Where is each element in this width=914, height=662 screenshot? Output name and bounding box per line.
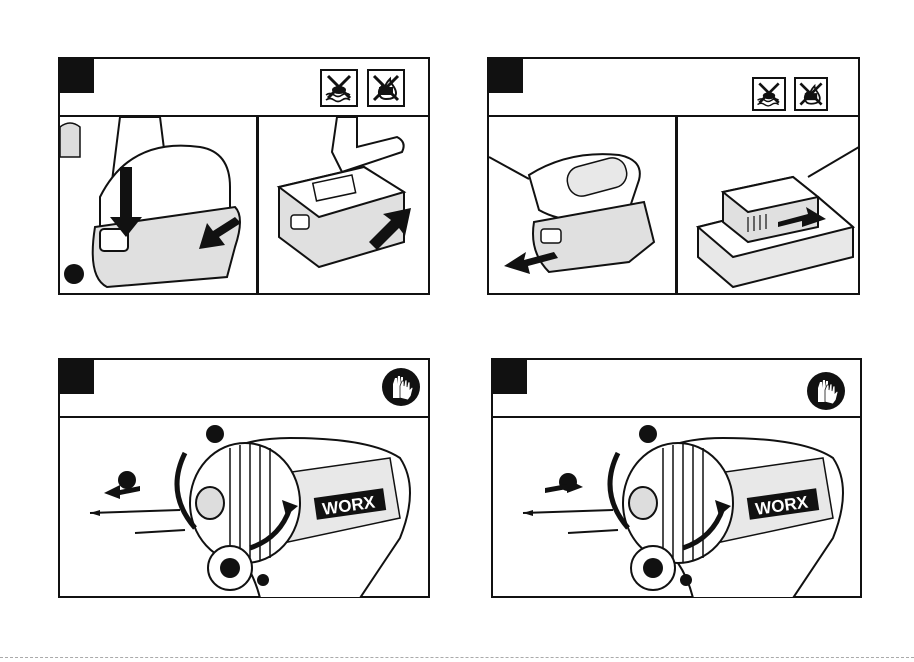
step-number-badge [493, 360, 527, 394]
panel-header [493, 360, 860, 418]
panel-header [60, 360, 428, 418]
panel-bit-removal: WORX [58, 358, 430, 598]
illustration-battery-slide-out [259, 117, 429, 294]
illustration-detach-battery [60, 117, 256, 294]
panel-header [489, 59, 858, 117]
callout-3-badge [680, 574, 692, 586]
callout-2-badge [118, 471, 136, 489]
callout-1-badge [64, 264, 84, 284]
callout-3-badge [257, 574, 269, 586]
panel-header [60, 59, 428, 117]
panel-bit-insertion: WORX [491, 358, 862, 598]
callout-1-badge [206, 425, 224, 443]
illustration-chuck-loosen: WORX [60, 418, 427, 597]
page-bottom-rule [0, 657, 914, 662]
illustration-chuck-tighten: WORX [493, 418, 859, 597]
callout-1-badge [639, 425, 657, 443]
step-number-badge [60, 59, 94, 93]
no-fire-icon [367, 69, 405, 107]
no-fire-icon [794, 77, 828, 111]
step-number-badge [60, 360, 94, 394]
step-number-badge [489, 59, 523, 93]
illustration-charger-connect [489, 117, 675, 294]
no-water-icon [320, 69, 358, 107]
panel-battery-removal [58, 57, 430, 295]
illustration-charger-dock [678, 117, 859, 294]
gloves-icon [382, 368, 420, 406]
no-water-icon [752, 77, 786, 111]
panel-battery-charging [487, 57, 860, 295]
gloves-icon [807, 372, 845, 410]
